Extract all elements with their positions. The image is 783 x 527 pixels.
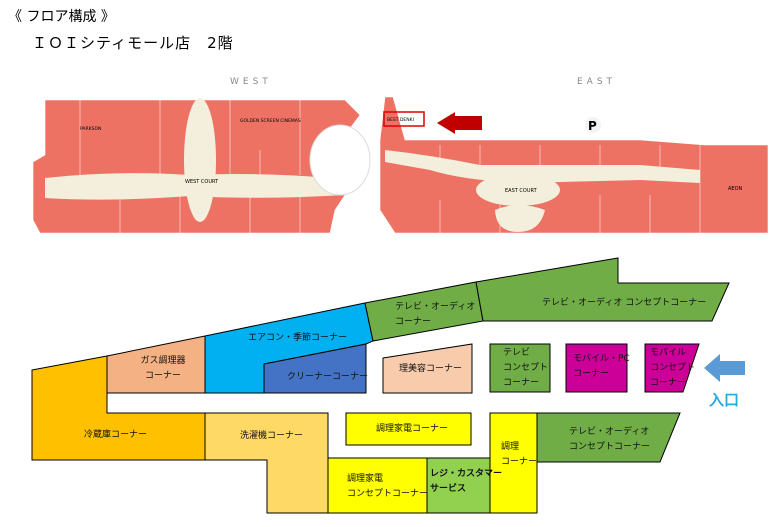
zone-cleaner <box>263 343 367 394</box>
east-label: EAST <box>577 77 616 87</box>
label-mobile-concept: モバイルコンセプトコーナー <box>650 348 696 388</box>
corridors <box>45 98 700 232</box>
store-parkson: PARKSON <box>80 126 101 132</box>
zone-washer <box>204 412 329 514</box>
entrance-arrow-icon <box>704 354 745 382</box>
west-label: WEST <box>230 77 272 87</box>
section-title: 《 フロア構成 》 <box>8 9 115 25</box>
east-court-label: EAST COURT <box>505 188 538 194</box>
label-aircon: エアコン・季節コーナー <box>248 333 348 343</box>
label-tv-audio-concept: テレビ・オーディオ コンセプトコーナー <box>542 298 707 308</box>
highlight-box <box>383 111 425 127</box>
label-fridge: 冷蔵庫コーナー <box>84 430 148 440</box>
zone-beauty <box>382 343 473 394</box>
red-arrow-icon <box>437 112 482 134</box>
label-tv-audio: テレビ・オーディオコーナー <box>395 302 476 327</box>
zone-cooking <box>489 412 538 514</box>
floor-plan <box>31 257 730 514</box>
zone-mobile-concept <box>644 343 700 393</box>
store-floor-title: ＩＯＩシティモール店 2階 <box>32 34 234 52</box>
zone-tv-concept <box>489 343 551 393</box>
label-cleaner: クリーナーコーナー <box>287 372 369 382</box>
entrance-label: 入口 <box>709 391 740 409</box>
label-washer: 洗濯機コーナー <box>240 431 304 441</box>
zone-cooking-concept <box>327 457 428 514</box>
zone-tv-audio-concept <box>475 257 730 322</box>
label-cooking-appliance: 調理家電コーナー <box>376 424 449 434</box>
store-gsc: GOLDEN SCREEN CINEMAS <box>240 118 301 124</box>
label-tv-audio-concept-2: テレビ・オーディオコンセプトコーナー <box>569 427 651 452</box>
west-court-label: WEST COURT <box>185 179 219 185</box>
label-cooking: 調理コーナー <box>501 442 538 467</box>
label-cooking-concept: 調理家電コンセプトコーナー <box>347 474 429 499</box>
label-beauty: 理美容コーナー <box>399 364 463 374</box>
parking-icon <box>585 117 601 133</box>
east-court <box>476 174 560 206</box>
store-best-denki: BEST DENKI <box>387 117 414 123</box>
zone-tv-audio-concept-2 <box>536 412 681 463</box>
store-aeon: AEON <box>728 186 743 192</box>
parking-label: P <box>588 119 597 133</box>
label-gas: ガス調理器コーナー <box>140 356 186 381</box>
zone-cooking-appliance <box>345 412 472 446</box>
label-tv-concept: テレビコンセプトコーナー <box>503 348 549 388</box>
zone-mobile-pc <box>565 343 628 393</box>
label-register: レジ・カスタマーサービス <box>430 469 503 494</box>
